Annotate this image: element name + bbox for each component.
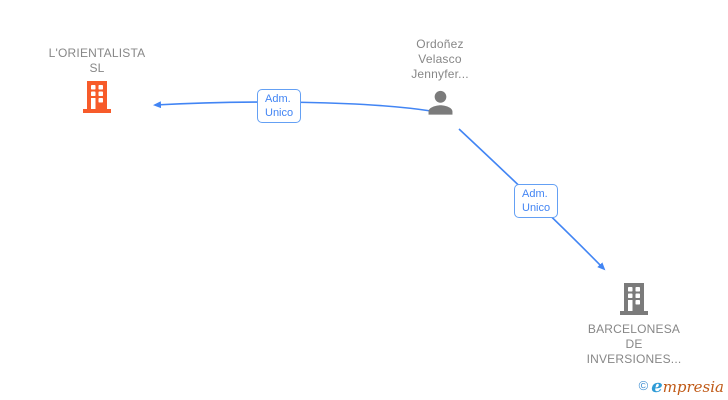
node-label-line: Velasco [418,52,462,66]
node-lorientalista[interactable]: L'ORIENTALISTA SL [27,46,167,114]
empresia-logo: empresia [651,376,724,397]
node-label-line: L'ORIENTALISTA [48,46,146,60]
edge-ordonez-to-lorientalista [153,101,432,112]
node-ordonez[interactable]: Ordoñez Velasco Jennyfer... [380,37,500,119]
person-icon [380,86,500,119]
copyright-icon: © [638,378,649,393]
node-label-line: SL [89,61,105,75]
node-label-line: Ordoñez [416,37,464,51]
node-label-line: DE [625,337,643,351]
edge-label-adm-unico-2[interactable]: Adm. Unico [514,184,559,218]
building-icon [564,282,704,316]
edge-label-line: Unico [265,107,294,119]
edge-label-line: Adm. [265,93,291,105]
edge-label-line: Unico [522,202,551,214]
building-icon [27,80,167,114]
node-label-line: BARCELONESA [587,322,681,336]
empresia-watermark[interactable]: ©empresia [639,376,724,397]
edge-label-adm-unico-1[interactable]: Adm. Unico [257,89,302,123]
node-label-line: Jennyfer... [411,67,469,81]
node-barcelonesa[interactable]: BARCELONESA DE INVERSIONES... [564,282,704,367]
edge-label-line: Adm. [522,188,548,200]
node-label-line: INVERSIONES... [586,352,682,366]
